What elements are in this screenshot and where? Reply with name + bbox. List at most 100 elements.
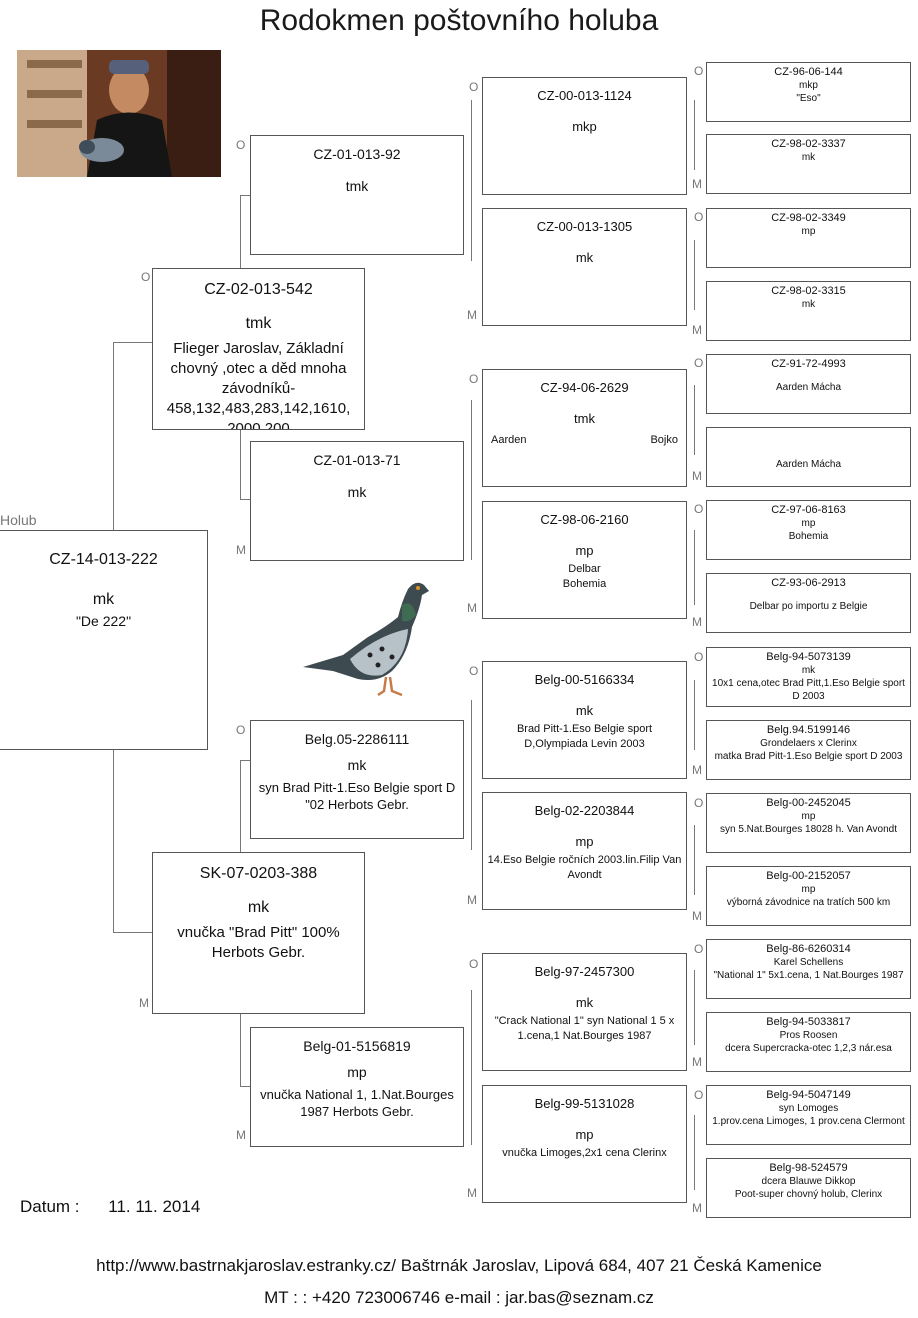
color-code: tmk: [574, 411, 595, 426]
female-label: M: [236, 543, 246, 557]
gen4-card[interactable]: Belg-86-6260314 Karel Schellens "Nationa…: [706, 939, 911, 999]
gen4-card[interactable]: Belg.94.5199146 Grondelaers x Clerinx ma…: [706, 720, 911, 780]
connector: [694, 240, 695, 310]
color-code: Grondelaers x Clerinx: [760, 738, 857, 749]
connector: [471, 400, 472, 500]
bird-note: výborná závodnice na tratích 500 km: [726, 897, 891, 908]
bird-name: "De 222": [75, 613, 132, 629]
connector: [471, 760, 472, 850]
connector: [113, 932, 153, 933]
ring-number: Belg-00-2152057: [766, 870, 851, 882]
gen4-card[interactable]: CZ-98-02-3337 mk: [706, 134, 911, 194]
connector: [240, 1013, 241, 1086]
bird-note: "Eso": [796, 93, 821, 104]
color-code: tmk: [345, 178, 369, 194]
connector: [471, 196, 472, 261]
ring-number: Belg-00-2452045: [766, 797, 851, 809]
ring-number: Belg-98-524579: [769, 1162, 848, 1174]
gen4-card[interactable]: Belg-98-524579 dcera Blauwe Dikkop Poot-…: [706, 1158, 911, 1218]
gen4-card[interactable]: Belg-94-5033817 Pros Roosen dcera Superc…: [706, 1012, 911, 1072]
connector: [240, 429, 241, 499]
grandparent-card[interactable]: Belg.05-2286111 mk syn Brad Pitt-1.Eso B…: [250, 720, 464, 839]
male-label: O: [694, 356, 704, 370]
connector: [471, 500, 472, 560]
female-label: M: [692, 615, 702, 629]
great-grandparent-card[interactable]: Belg-99-5131028 mp vnučka Limoges,2x1 ce…: [482, 1085, 687, 1203]
connector: [240, 195, 241, 268]
grandparent-card[interactable]: CZ-01-013-71 mk: [250, 441, 464, 561]
bird-note: dcera Supercracka-otec 1,2,3 nár.esa: [725, 1043, 892, 1054]
ring-number: Belg.05-2286111: [304, 731, 410, 747]
gen4-card[interactable]: CZ-98-02-3349 mp: [706, 208, 911, 268]
male-label: O: [469, 664, 479, 678]
color-code: mp: [801, 226, 816, 237]
male-label: O: [694, 942, 704, 956]
ring-number: Belg-99-5131028: [534, 1096, 635, 1111]
ring-number: CZ-02-013-542: [204, 281, 313, 298]
gen4-card[interactable]: CZ-97-06-8163 mp Bohemia: [706, 500, 911, 560]
gen4-card[interactable]: CZ-93-06-2913 Delbar po importu z Belgie: [706, 573, 911, 633]
gen4-card[interactable]: Belg-00-2452045 mp syn 5.Nat.Bourges 180…: [706, 793, 911, 853]
subject-label: Holub: [0, 512, 37, 528]
great-grandparent-card[interactable]: CZ-98-06-2160 mp Delbar Bohemia: [482, 501, 687, 619]
ring-number: Belg-94-5047149: [766, 1089, 851, 1101]
ring-number: CZ-98-02-3349: [771, 212, 846, 224]
male-label: O: [694, 502, 704, 516]
color-code: mk: [801, 299, 816, 310]
bird-note: 1.prov.cena Limoges, 1 prov.cena Clermon…: [712, 1116, 905, 1127]
color-code: mk: [801, 152, 816, 163]
connector: [694, 100, 695, 170]
gen4-card[interactable]: CZ-96-06-144 mkp "Eso": [706, 62, 911, 122]
male-label: O: [694, 210, 704, 224]
great-grandparent-card[interactable]: CZ-00-013-1305 mk: [482, 208, 687, 326]
dam-card[interactable]: SK-07-0203-388 mk vnučka "Brad Pitt" 100…: [152, 852, 365, 1014]
pigeon-image: [298, 575, 433, 700]
connector: [694, 530, 695, 605]
male-label: O: [469, 372, 479, 386]
female-label: M: [467, 893, 477, 907]
female-label: M: [692, 1055, 702, 1069]
connector: [694, 1115, 695, 1190]
gen4-card[interactable]: CZ-91-72-4993 Aarden Mácha: [706, 354, 911, 414]
gen4-card[interactable]: CZ-98-02-3315 mk: [706, 281, 911, 341]
ring-number: CZ-93-06-2913: [771, 577, 846, 589]
grandparent-card[interactable]: CZ-01-013-92 tmk: [250, 135, 464, 255]
page-title: Rodokmen poštovního holuba: [259, 4, 659, 37]
color-code: mk: [575, 995, 594, 1010]
color-code: Karel Schellens: [773, 957, 844, 968]
great-grandparent-card[interactable]: CZ-00-013-1124 mkp: [482, 77, 687, 195]
great-grandparent-card[interactable]: Belg-00-5166334 mk Brad Pitt-1.Eso Belgi…: [482, 661, 687, 779]
subject-card[interactable]: CZ-14-013-222 mk "De 222": [0, 530, 208, 750]
ring-number: CZ-97-06-8163: [771, 504, 846, 516]
bird-note: vnučka National 1, 1.Nat.Bourges 1987 He…: [260, 1087, 454, 1119]
color-code: Pros Roosen: [779, 1030, 838, 1041]
bird-note: Delbar Bohemia: [562, 563, 607, 590]
ring-number: Belg-02-2203844: [534, 803, 635, 818]
ring-number: Belg-00-5166334: [534, 672, 635, 687]
female-label: M: [467, 601, 477, 615]
gen4-card[interactable]: Belg-94-5047149 syn Lomoges 1.prov.cena …: [706, 1085, 911, 1145]
grandparent-card[interactable]: Belg-01-5156819 mp vnučka National 1, 1.…: [250, 1027, 464, 1147]
bird-note: "Crack National 1" syn National 1 5 x 1.…: [494, 1015, 675, 1042]
connector: [240, 195, 250, 196]
male-label: O: [236, 723, 246, 737]
male-label: O: [236, 138, 246, 152]
gen4-card[interactable]: Aarden Mácha: [706, 427, 911, 487]
breeder-right: Bojko: [650, 434, 678, 446]
male-label: O: [469, 80, 479, 94]
bird-note: Delbar po importu z Belgie: [749, 601, 868, 612]
ring-number: Belg-94-5073139: [766, 651, 851, 663]
bird-note: Flieger Jaroslav, Základní chovný ,otec …: [166, 340, 351, 430]
gen4-card[interactable]: Belg-00-2152057 mp výborná závodnice na …: [706, 866, 911, 926]
great-grandparent-card[interactable]: CZ-94-06-2629 tmk Aarden Bojko: [482, 369, 687, 487]
gen4-card[interactable]: Belg-94-5073139 mk 10x1 cena,otec Brad P…: [706, 647, 911, 707]
bird-note: Poot-super chovný holub, Clerinx: [734, 1189, 883, 1200]
sire-card[interactable]: CZ-02-013-542 tmk Flieger Jaroslav, Zákl…: [152, 268, 365, 430]
bird-note: 14.Eso Belgie ročních 2003.lin.Filip Van…: [487, 854, 682, 881]
bird-note: Brad Pitt-1.Eso Belgie sport D,Olympiada…: [516, 723, 653, 750]
connector: [694, 680, 695, 750]
great-grandparent-card[interactable]: Belg-97-2457300 mk "Crack National 1" sy…: [482, 953, 687, 1071]
great-grandparent-card[interactable]: Belg-02-2203844 mp 14.Eso Belgie ročních…: [482, 792, 687, 910]
ring-number: CZ-98-06-2160: [540, 512, 629, 527]
female-label: M: [692, 909, 702, 923]
